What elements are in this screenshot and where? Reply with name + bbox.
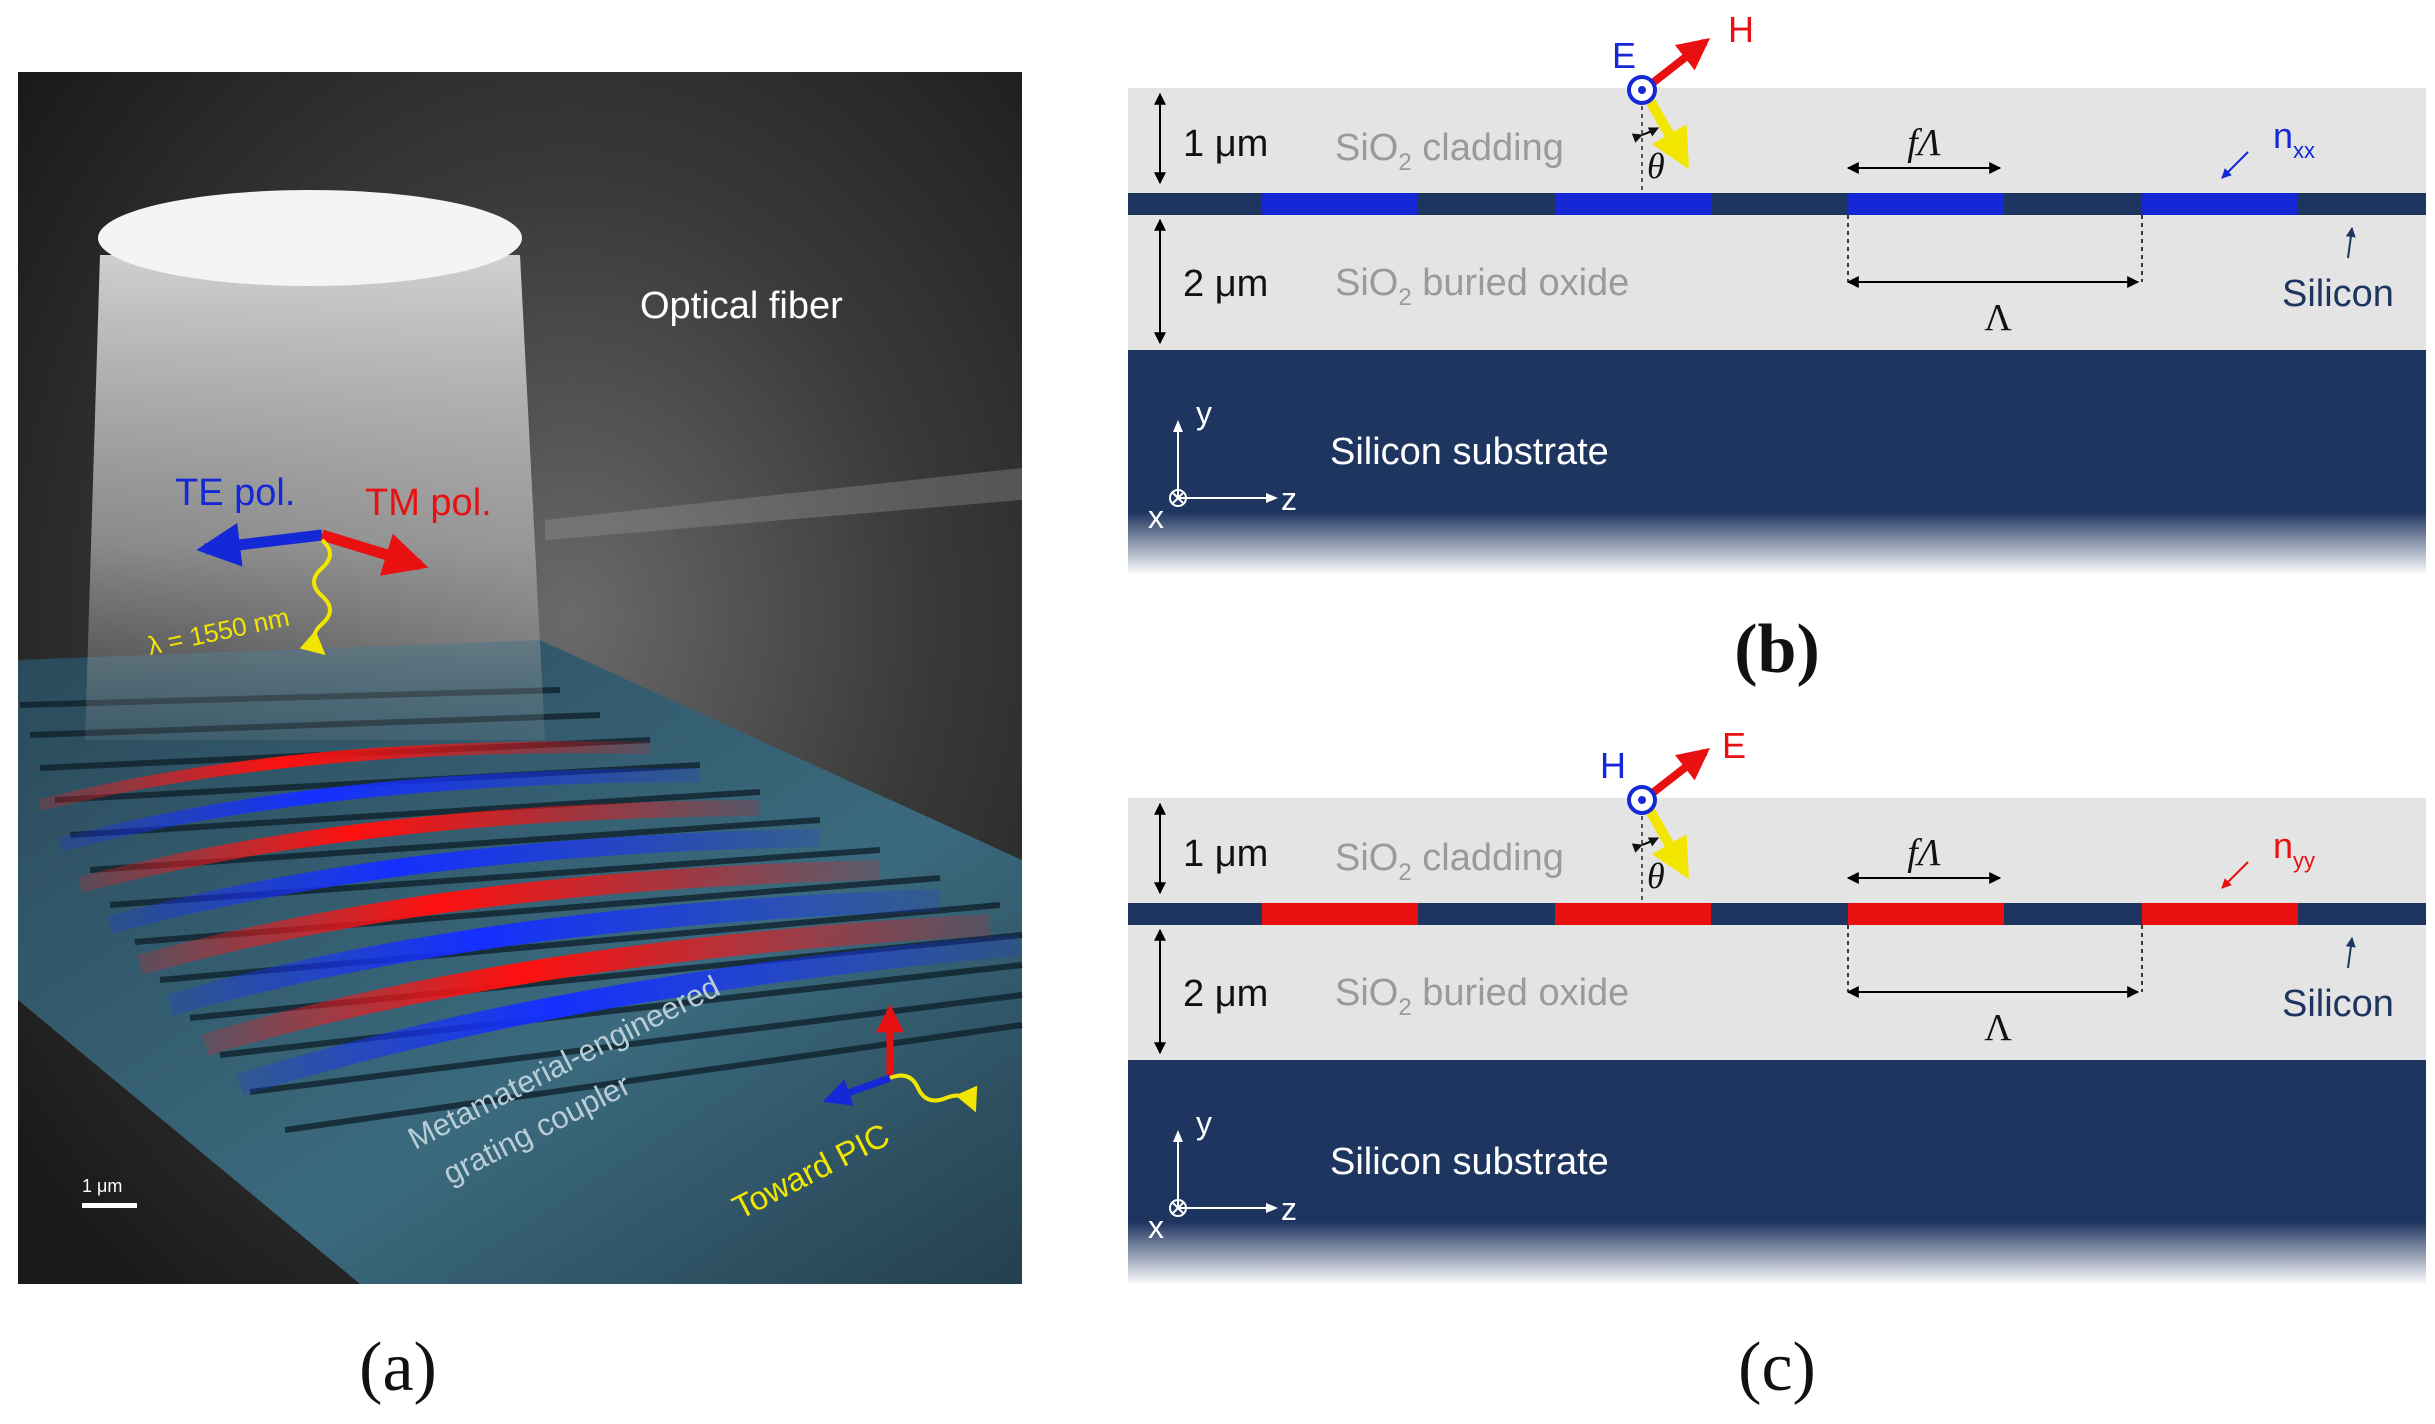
reflection-sheet (545, 468, 1022, 540)
y-axis-label: y (1196, 395, 1212, 431)
cladding-layer (1128, 88, 2426, 193)
index-tooth (1262, 903, 1418, 925)
te-arrow (196, 522, 323, 567)
panel-b: 1 μm 2 μm SiO2 cladding SiO2 buried oxid… (1128, 9, 2426, 688)
fill-factor-label: fΛ (1907, 832, 1941, 874)
substrate-label: Silicon substrate (1330, 1141, 1609, 1183)
panel-a: Optical fiber TE pol. TM pol. λ = 1550 n… (18, 72, 1023, 1406)
z-axis-head (1266, 493, 1278, 503)
index-pointer (2221, 861, 2249, 889)
z-axis-head (1266, 1203, 1278, 1213)
index-tooth (1555, 193, 1711, 215)
x-axis-symbol (1169, 1199, 1187, 1217)
field-h-label: H (1600, 745, 1626, 786)
theta-arc (1631, 837, 1659, 853)
index-label: nxx (2273, 115, 2315, 163)
index-tooth (1848, 193, 2004, 215)
field-e-label: E (1612, 35, 1636, 76)
x-axis-cross (1172, 492, 1184, 504)
k-vector-arrow (1640, 799, 1690, 879)
index-label: nyy (2273, 825, 2315, 873)
e-field-arrow (1647, 748, 1711, 799)
x-axis-label: x (1148, 499, 1164, 535)
theta-label: θ (1647, 856, 1665, 896)
buried-oxide-layer (1128, 925, 2426, 1060)
te-pol-label: TE pol. (175, 472, 295, 514)
period-label: Λ (1984, 297, 2012, 339)
chip-wave-arrow (889, 1073, 978, 1113)
box-label: SiO2 buried oxide (1335, 972, 1629, 1021)
out-of-plane-dot (1638, 86, 1646, 94)
tm-pol-label: TM pol. (365, 482, 492, 524)
cladding-thickness-label: 1 μm (1183, 833, 1268, 875)
buried-oxide-layer (1128, 215, 2426, 350)
field-e-label: E (1722, 725, 1746, 766)
fill-factor-label: fΛ (1907, 122, 1941, 164)
cladding-label: SiO2 cladding (1335, 127, 1564, 176)
z-axis-label: z (1281, 1191, 1297, 1227)
silicon-layer (1128, 903, 2426, 925)
caption-b: (b) (1734, 611, 1820, 688)
index-tooth (1848, 903, 2004, 925)
wave-arrow (299, 538, 332, 656)
silicon-layer (1128, 193, 2426, 215)
k-vector-arrow (1640, 89, 1690, 169)
y-axis-head (1173, 1130, 1183, 1142)
x-axis-symbol (1169, 489, 1187, 507)
substrate-label: Silicon substrate (1330, 431, 1609, 473)
silicon-pointer (2345, 227, 2356, 259)
cladding-label: SiO2 cladding (1335, 837, 1564, 886)
h-field-arrow (1647, 38, 1711, 89)
field-h-label: H (1728, 9, 1754, 50)
scale-bar-label: 1 μm (82, 1176, 122, 1196)
caption-c: (c) (1738, 1329, 1816, 1406)
x-axis-cross (1172, 1202, 1184, 1214)
theta-arc (1631, 127, 1659, 143)
substrate-layer (1128, 1060, 2426, 1285)
tm-arrow (320, 529, 429, 576)
chip-left-arrow (822, 1074, 892, 1106)
box-label: SiO2 buried oxide (1335, 262, 1629, 311)
silicon-label: Silicon (2282, 273, 2394, 315)
caption-a: (a) (359, 1329, 437, 1406)
box-thickness-label: 2 μm (1183, 263, 1268, 305)
index-tooth (2142, 193, 2298, 215)
index-tooth (1555, 903, 1711, 925)
cladding-layer (1128, 798, 2426, 903)
substrate-layer (1128, 350, 2426, 575)
index-pointer (2221, 151, 2249, 179)
silicon-label: Silicon (2282, 983, 2394, 1025)
fiber-end-face (98, 190, 522, 286)
y-axis-head (1173, 420, 1183, 432)
field-bands (38, 741, 1021, 1096)
panel-c: 1 μm 2 μm SiO2 cladding SiO2 buried oxid… (1128, 725, 2426, 1406)
scale-bar (82, 1203, 137, 1208)
x-axis-label: x (1148, 1209, 1164, 1245)
period-label: Λ (1984, 1007, 2012, 1049)
out-of-plane-dot (1638, 796, 1646, 804)
z-axis-label: z (1281, 481, 1297, 517)
cladding-thickness-label: 1 μm (1183, 123, 1268, 165)
fiber-beam (85, 255, 545, 740)
index-tooth (2142, 903, 2298, 925)
silicon-pointer (2345, 937, 2356, 969)
y-axis-label: y (1196, 1105, 1212, 1141)
box-thickness-label: 2 μm (1183, 973, 1268, 1015)
index-tooth (1262, 193, 1418, 215)
theta-label: θ (1647, 146, 1665, 186)
optical-fiber-label: Optical fiber (640, 285, 843, 327)
